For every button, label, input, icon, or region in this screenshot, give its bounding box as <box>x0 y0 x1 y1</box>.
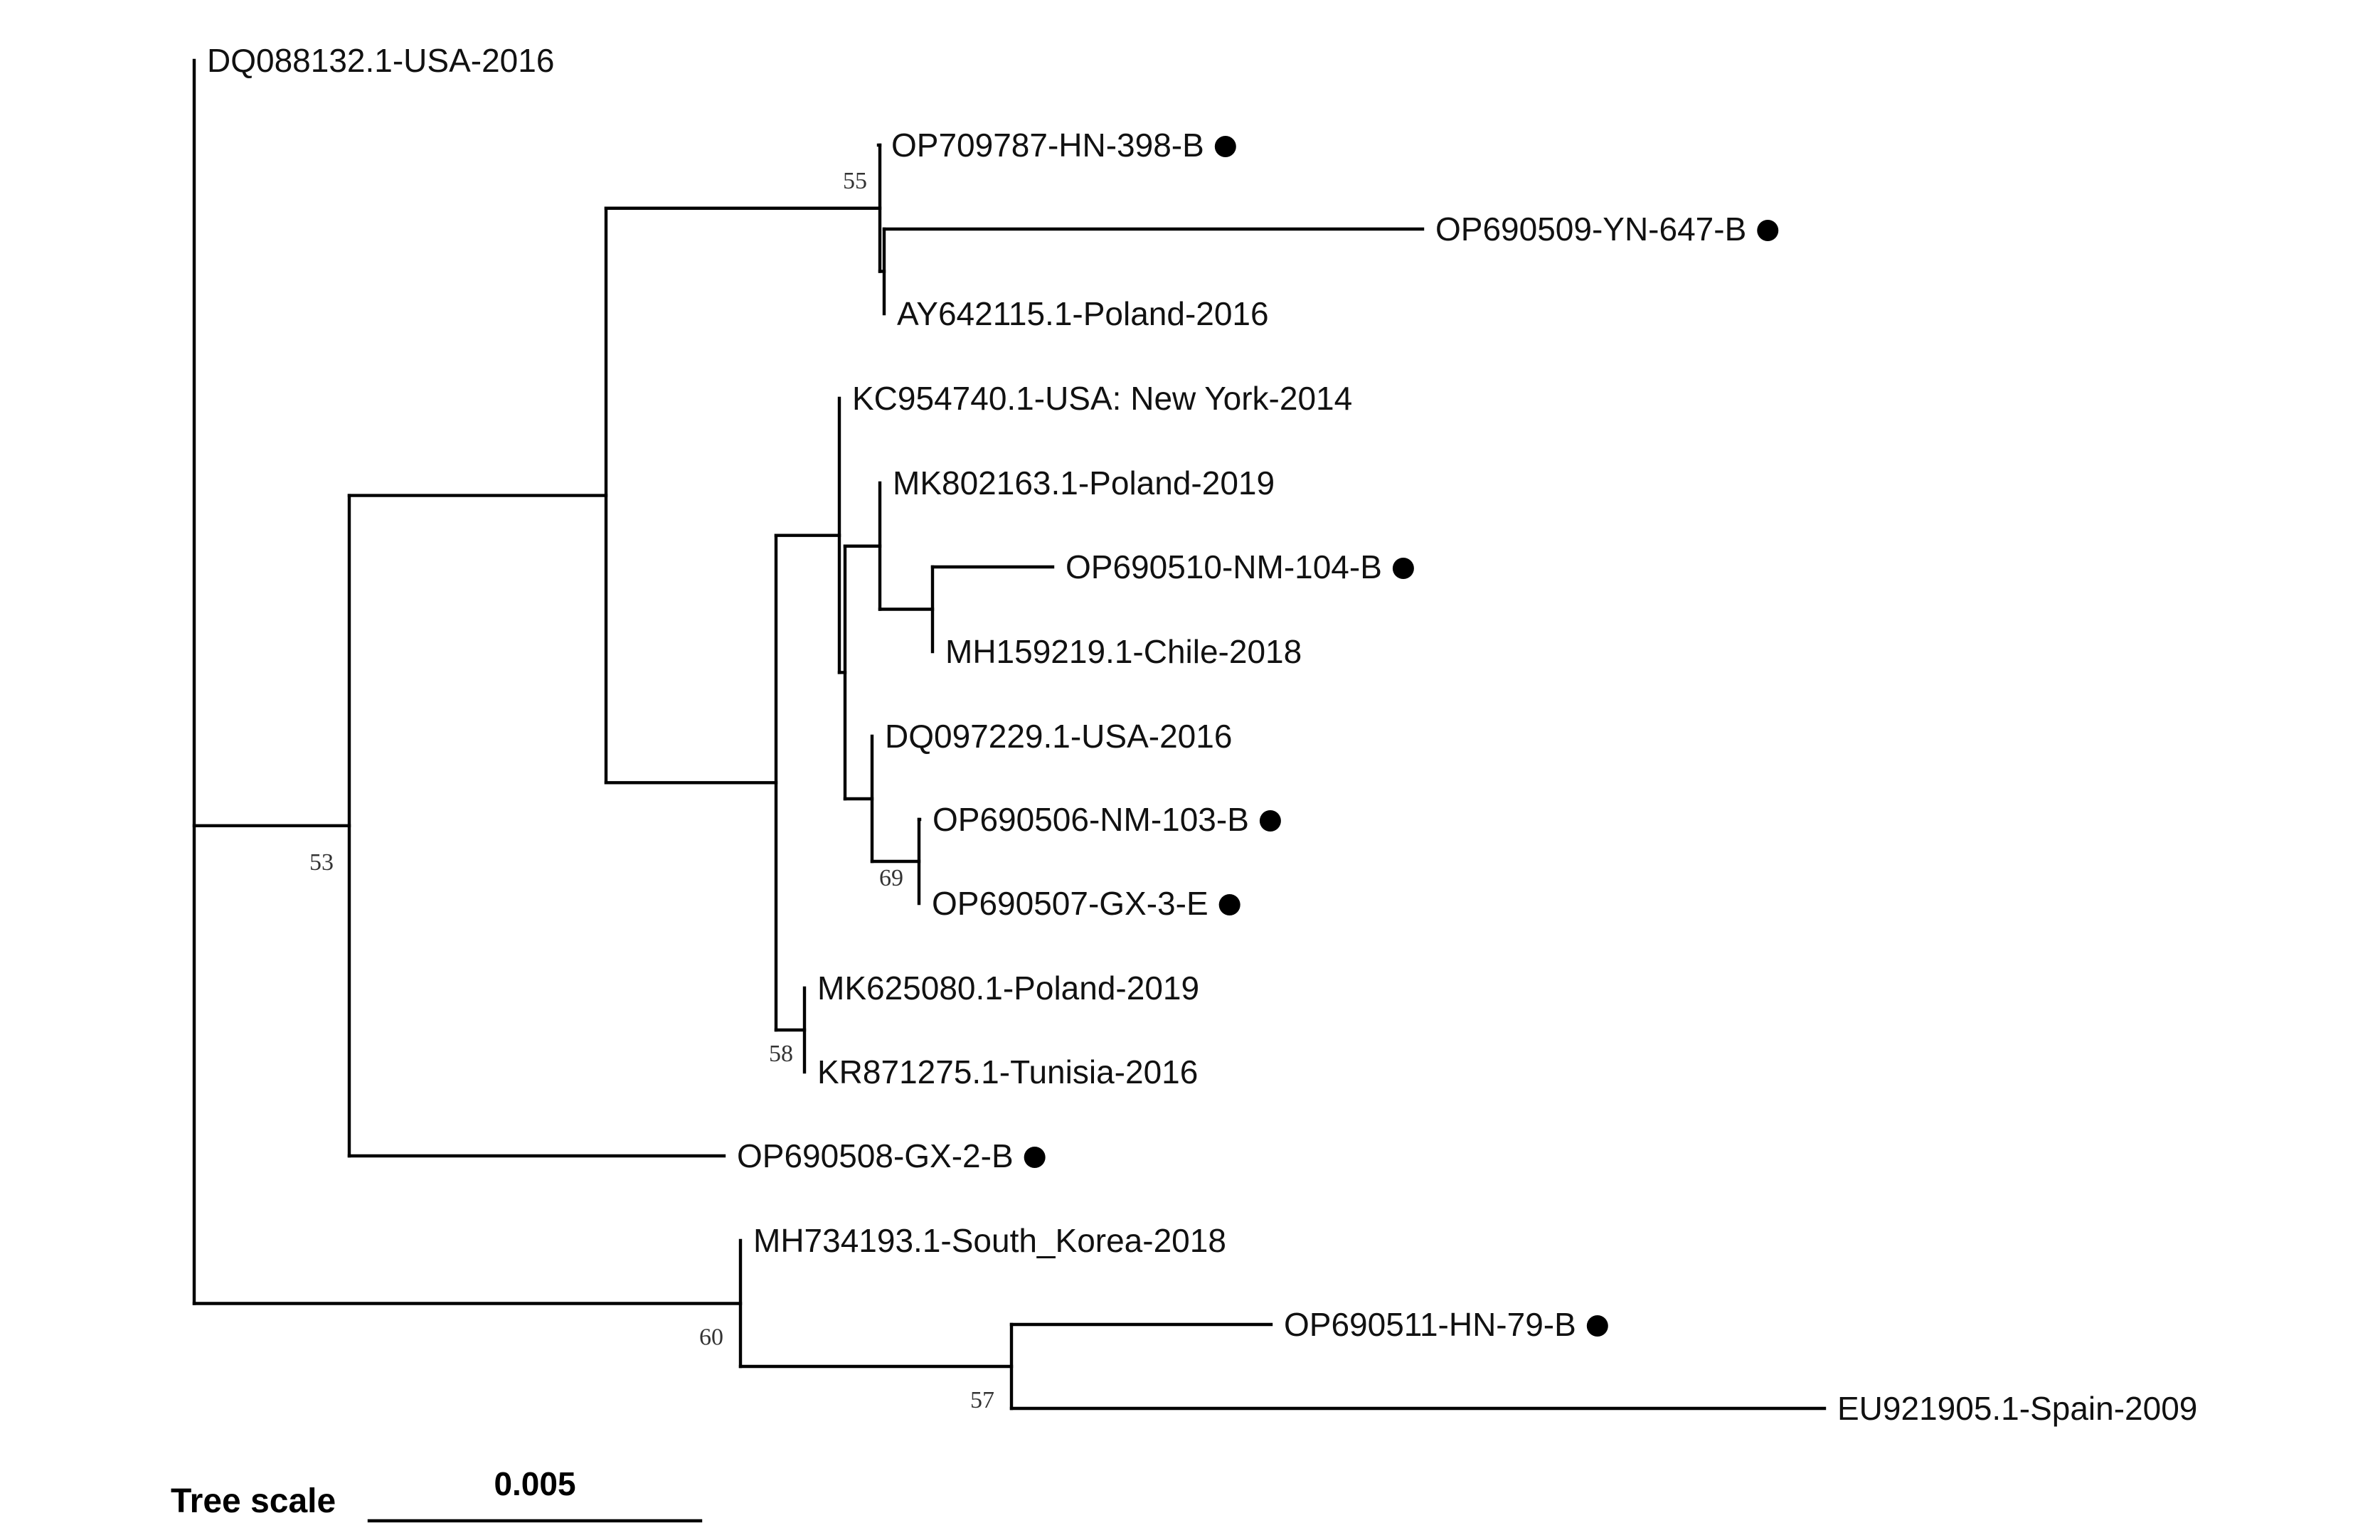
bootstrap-value: 69 <box>879 865 903 891</box>
tree-scale-title: Tree scale <box>171 1482 336 1520</box>
study-sequence-marker-icon <box>1392 558 1414 579</box>
leaf-label: OP690507-GX-3-E <box>932 885 1208 922</box>
bootstrap-value: 53 <box>309 849 334 876</box>
leaf-label: OP690508-GX-2-B <box>737 1137 1014 1174</box>
leaf-label: MH159219.1-Chile-2018 <box>945 633 1302 670</box>
leaf-label: AY642115.1-Poland-2016 <box>897 295 1269 332</box>
leaf-label: MK625080.1-Poland-2019 <box>817 970 1199 1007</box>
study-sequence-marker-icon <box>1586 1315 1608 1337</box>
leaf-label: KC954740.1-USA: New York-2014 <box>852 380 1352 417</box>
leaf-label: OP709787-HN-398-B <box>891 127 1204 164</box>
bootstrap-value: 60 <box>699 1324 723 1351</box>
leaf-label: DQ088132.1-USA-2016 <box>207 42 554 79</box>
study-sequence-marker-icon <box>1259 810 1281 832</box>
leaf-label: OP690506-NM-103-B <box>933 801 1249 838</box>
study-sequence-marker-icon <box>1218 894 1241 915</box>
bootstrap-value: 57 <box>970 1387 994 1413</box>
bootstrap-value: 58 <box>769 1041 793 1067</box>
study-sequence-marker-icon <box>1757 220 1779 241</box>
leaf-label: OP690509-YN-647-B <box>1435 211 1746 248</box>
tree-scale-value: 0.005 <box>494 1465 575 1502</box>
study-sequence-marker-icon <box>1214 136 1236 157</box>
leaf-label: DQ097229.1-USA-2016 <box>885 718 1232 755</box>
leaf-label: EU921905.1-Spain-2009 <box>1837 1390 2197 1427</box>
tree-scale: Tree scale 0.005 <box>171 1465 703 1523</box>
leaf-label: OP690511-HN-79-B <box>1284 1306 1576 1343</box>
leaf-label: MK802163.1-Poland-2019 <box>893 464 1275 501</box>
leaf-label: OP690510-NM-104-B <box>1066 548 1382 585</box>
tree-branches <box>192 58 1827 1411</box>
study-sequence-marker-icon <box>1024 1147 1046 1168</box>
bootstrap-values: 55 53 69 58 60 57 <box>309 168 994 1413</box>
leaf-label: MH734193.1-South_Korea-2018 <box>753 1222 1226 1259</box>
leaf-label: KR871275.1-Tunisia-2016 <box>817 1053 1198 1090</box>
bootstrap-value: 55 <box>843 168 867 194</box>
